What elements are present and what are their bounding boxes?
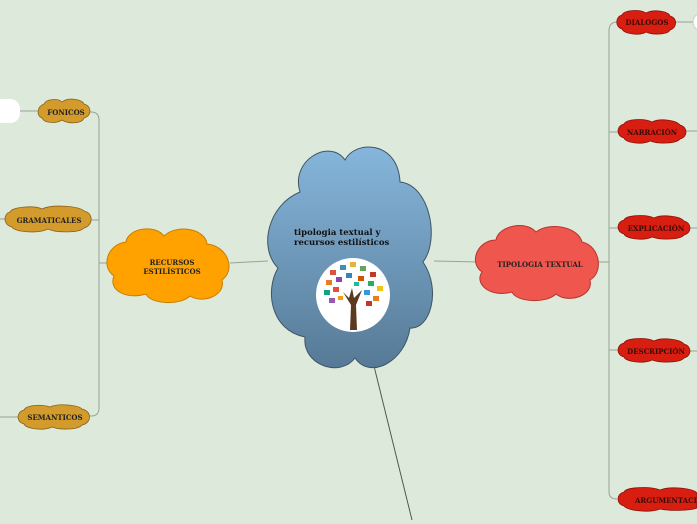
book-tree-icon: [316, 258, 390, 332]
node-tipologia-label: TIPOLOGIA TEXTUAL: [497, 260, 582, 269]
node-narracion[interactable]: NARRACIÓN: [617, 119, 687, 144]
node-argumentacion[interactable]: ARGUMENTACIÓN: [617, 487, 697, 512]
node-fonicos-label: FONICOS: [47, 108, 84, 117]
connector-line-bottom: [372, 361, 413, 521]
offscreen-node-left[interactable]: [0, 99, 20, 123]
node-semanticos[interactable]: SEMANTICOS: [17, 404, 90, 430]
node-recursos-label-line2: ESTILÍSTICOS: [143, 267, 200, 276]
node-explicacion[interactable]: EXPLICACIÓN: [617, 215, 691, 240]
central-title-line2: recursos estilísticos: [294, 237, 390, 248]
node-descripcion[interactable]: DESCRIPCIÓN: [617, 338, 691, 363]
node-descripcion-label: DESCRIPCIÓN: [627, 347, 685, 356]
node-explicacion-label: EXPLICACIÓN: [628, 224, 685, 233]
node-dialogos[interactable]: DIALOGOS: [616, 10, 677, 35]
offscreen-node-right[interactable]: [692, 13, 697, 31]
node-gramaticales[interactable]: GRAMATICALES: [4, 205, 92, 233]
node-fonicos[interactable]: FONICOS: [37, 98, 91, 124]
central-title-line1: tipologia textual y: [294, 228, 382, 238]
node-dialogos-label: DIALOGOS: [626, 18, 669, 27]
node-argumentacion-label: ARGUMENTACIÓN: [634, 496, 697, 505]
node-semanticos-label: SEMANTICOS: [27, 413, 82, 422]
central-topic-node[interactable]: tipologia textual y recursos estilístico…: [267, 146, 433, 369]
node-narracion-label: NARRACIÓN: [627, 128, 678, 137]
node-gramaticales-label: GRAMATICALES: [17, 216, 82, 225]
node-recursos-estilisticos[interactable]: RECURSOS ESTILÍSTICOS: [106, 228, 230, 303]
node-tipologia-textual[interactable]: TIPOLOGIA TEXTUAL: [475, 225, 599, 301]
node-recursos-label-line1: RECURSOS: [150, 258, 195, 267]
